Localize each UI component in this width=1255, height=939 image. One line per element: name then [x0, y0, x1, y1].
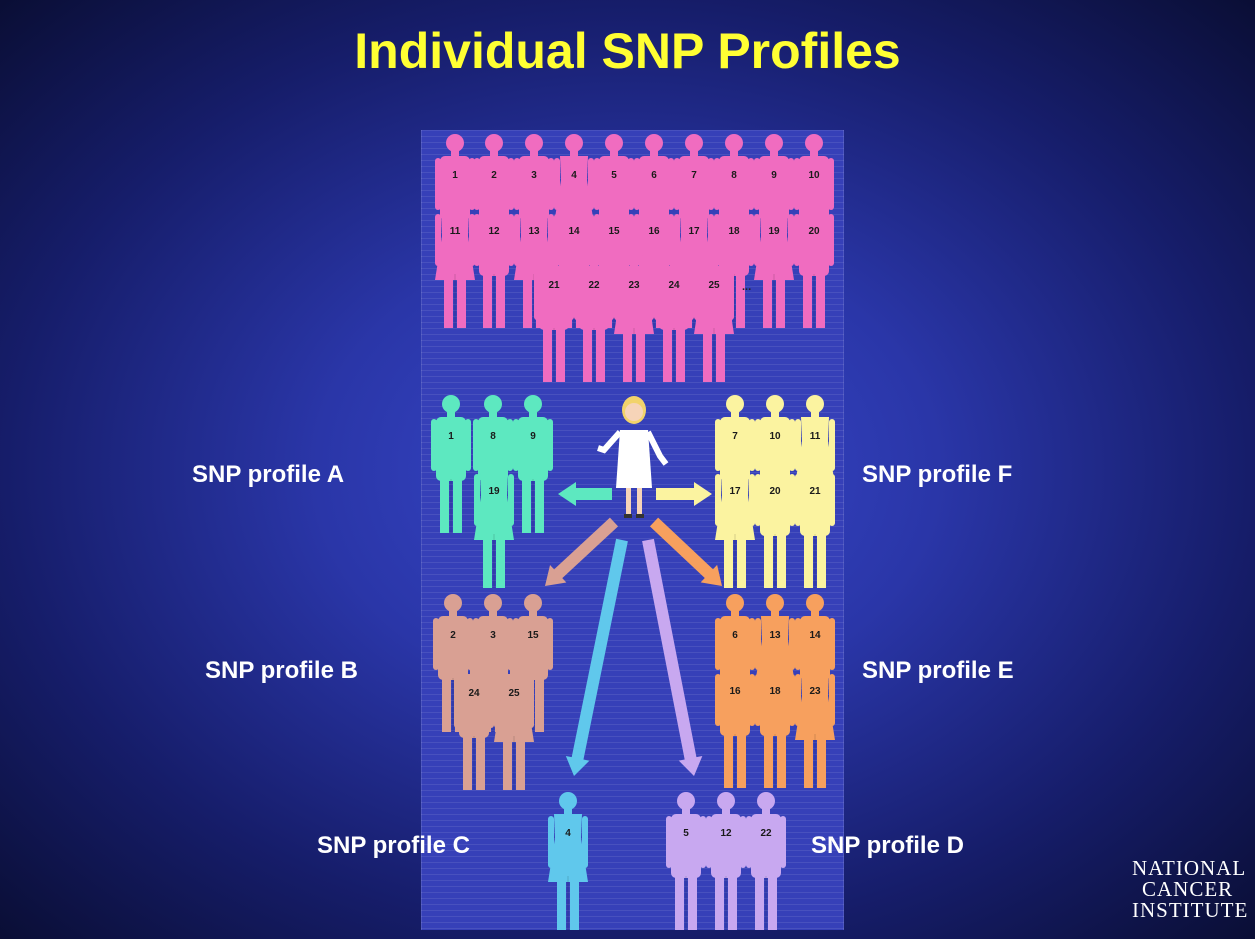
arrow-to-profile-f	[656, 482, 712, 506]
person-number: 3	[490, 630, 496, 641]
person-number: 18	[769, 686, 781, 697]
profile-e-person: 16	[715, 650, 755, 788]
person-number: 11	[810, 431, 821, 442]
profile-d-person: 12	[706, 792, 746, 930]
person-number: 24	[668, 280, 680, 291]
person-number: 18	[728, 226, 740, 237]
profile-f-person: 21	[795, 450, 835, 588]
person-number: 3	[531, 170, 537, 181]
person-number: 4	[565, 828, 571, 839]
arrow-to-profile-e	[649, 517, 722, 586]
person-number: 2	[450, 630, 456, 641]
label-profile-e: SNP profile E	[862, 657, 1014, 684]
population-person: 11	[435, 190, 475, 328]
population-person: 13	[514, 190, 554, 328]
population-person: 21	[534, 244, 574, 382]
person-number: 4	[571, 170, 577, 181]
person-number: 13	[528, 226, 540, 237]
person-number: 5	[683, 828, 689, 839]
person-number: 8	[731, 170, 737, 181]
profile-c-person: 4	[548, 792, 588, 930]
profile-b-person: 24	[454, 652, 494, 790]
nci-logo: NATIONAL CANCER INSTITUTE	[1132, 858, 1252, 921]
person-number: 21	[809, 486, 821, 497]
profile-a-person: 1	[431, 395, 471, 533]
person-number: 10	[808, 170, 820, 181]
person-number: 15	[527, 630, 539, 641]
population-person: 22	[574, 244, 614, 382]
population-ellipsis: ...	[742, 281, 751, 293]
arrow-to-profile-d	[642, 538, 703, 776]
person-number: 7	[732, 431, 738, 442]
person-number: 10	[769, 431, 781, 442]
person-number: 14	[568, 226, 580, 237]
person-number: 24	[468, 688, 480, 699]
person-number: 6	[651, 170, 657, 181]
person-number: 6	[732, 630, 738, 641]
population-person: 25	[694, 244, 734, 382]
population-person: 12	[474, 190, 514, 328]
person-number: 1	[448, 431, 454, 442]
arrow-to-profile-a	[558, 482, 612, 506]
person-number: 21	[548, 280, 560, 291]
person-number: 22	[588, 280, 600, 291]
label-profile-a: SNP profile A	[192, 461, 345, 488]
population-person: 23	[614, 244, 654, 382]
population-person: 24	[654, 244, 694, 382]
person-number: 19	[768, 226, 780, 237]
person-number: 14	[809, 630, 821, 641]
person-number: 17	[688, 226, 700, 237]
person-number: 7	[691, 170, 697, 181]
person-number: 8	[490, 431, 496, 442]
person-number: 20	[808, 226, 820, 237]
person-number: 9	[771, 170, 777, 181]
logo-line-2: CANCER	[1142, 877, 1234, 901]
profile-f-person: 17	[715, 450, 755, 588]
person-number: 16	[729, 686, 741, 697]
profile-e-person: 23	[795, 650, 835, 788]
person-number: 1	[452, 170, 458, 181]
person-number: 20	[769, 486, 781, 497]
population-person: 20	[794, 190, 834, 328]
person-number: 12	[488, 226, 500, 237]
person-number: 19	[488, 486, 500, 497]
person-number: 23	[628, 280, 640, 291]
profile-a-person: 19	[474, 450, 514, 588]
label-profile-d: SNP profile D	[811, 832, 964, 859]
person-number: 2	[491, 170, 497, 181]
label-profile-c: SNP profile C	[317, 832, 470, 859]
profile-d-person: 5	[666, 792, 706, 930]
person-number: 17	[729, 486, 741, 497]
person-number: 13	[769, 630, 781, 641]
person-number: 15	[608, 226, 620, 237]
person-number: 22	[760, 828, 772, 839]
person-number: 5	[611, 170, 617, 181]
person-number: 25	[708, 280, 720, 291]
arrow-to-profile-c	[565, 538, 628, 776]
person-number: 9	[530, 431, 536, 442]
doctor-figure	[597, 396, 669, 518]
label-profile-f: SNP profile F	[862, 461, 1013, 488]
profile-a-person: 9	[513, 395, 553, 533]
population-person: 1	[435, 134, 475, 272]
slide-title: Individual SNP Profiles	[354, 23, 901, 79]
population-person: 19	[754, 190, 794, 328]
profile-d-person: 22	[746, 792, 786, 930]
profile-b-person: 25	[494, 652, 534, 790]
profile-f-person: 20	[755, 450, 795, 588]
label-profile-b: SNP profile B	[205, 657, 358, 684]
arrow-to-profile-b	[545, 517, 619, 586]
profile-e-person: 18	[755, 650, 795, 788]
person-number: 23	[809, 686, 821, 697]
person-number: 11	[450, 226, 461, 237]
person-number: 12	[720, 828, 732, 839]
person-number: 16	[648, 226, 660, 237]
logo-line-1: NATIONAL	[1132, 856, 1247, 880]
person-number: 25	[508, 688, 520, 699]
logo-line-3: INSTITUTE	[1132, 898, 1249, 922]
